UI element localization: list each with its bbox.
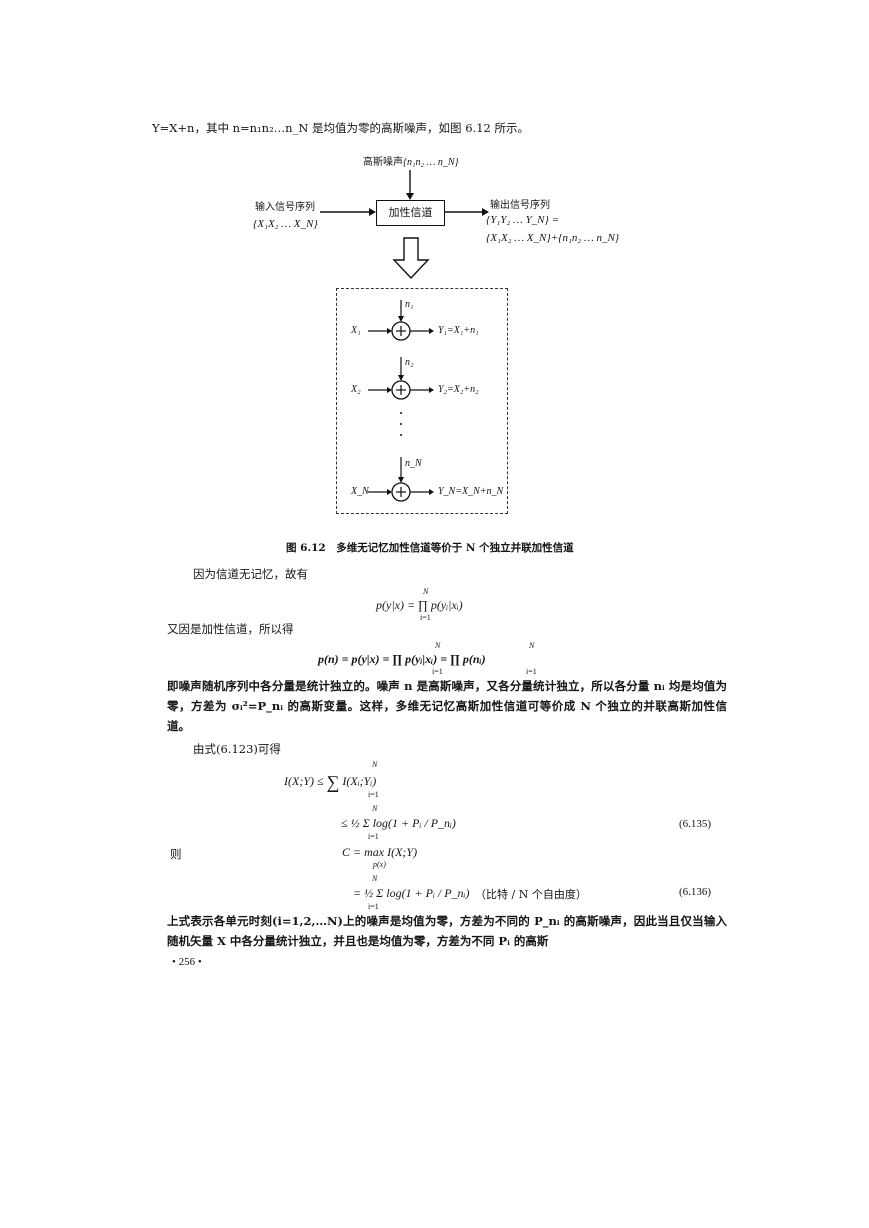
paragraph-3: 即噪声随机序列中各分量是统计独立的。噪声 n 是高斯噪声，又各分量统计独立，所以… [167,679,727,733]
branch-n-output: Y_N=X_N+n_N [438,486,504,497]
eq1-prod-top: N [423,587,429,596]
then-label: 则 [170,847,182,861]
intro-line: Y=X+n，其中 n=n₁n₂…n_N 是均值为零的高斯噪声，如图 6.12 所… [152,121,529,135]
input-set: {X₁X₂ … X_N} [253,218,318,230]
equation-6: = ½ Σ log(1 + Pᵢ / P_nᵢ) [353,886,470,900]
channel-label: 加性信道 [388,206,433,219]
eq1-prod-bottom: i=1 [420,613,431,622]
parallel-channels-frame [336,288,508,514]
eq3-sum-top: N [372,760,378,769]
eq2-prod2-bottom: i=1 [526,667,537,676]
figure-caption: 图 6.12 多维无记忆加性信道等价于 N 个独立并联加性信道 [286,542,574,554]
additive-channel-box: 加性信道 [376,200,445,226]
equation-5: C = max I(X;Y) [342,845,418,859]
eq2-prod2-top: N [529,641,535,650]
eq4-sum-bottom: i=1 [368,832,379,841]
paragraph-2: 又因是加性信道，所以得 [167,622,294,636]
paragraph-5: 上式表示各单元时刻(i=1,2,…N)上的噪声是均值为零，方差为不同的 P_nᵢ… [167,914,727,948]
output-set-1: {Y₁Y₂ … Y_N} = [486,214,560,226]
output-set-2: {X₁X₂ … X_N}+{n₁n₂ … n_N} [486,232,620,244]
page-number: • 256 • [172,956,202,968]
paragraph-4: 由式(6.123)可得 [193,742,281,756]
eq6-sum-top: N [372,874,378,883]
equivalence-arrow-icon [392,237,430,280]
equation-6-unit: （比特 / N 个自由度） [475,888,587,901]
branch-1-input: X₁ [351,325,361,336]
branch-2-output: Y₂=X₂+n₂ [438,384,479,395]
branch-n-input: X_N [351,486,369,497]
eq6-sum-bottom: i=1 [368,902,379,911]
branch-2-input: X₂ [351,384,361,395]
equation-number-6-135: (6.135) [679,818,712,830]
paragraph-1: 因为信道无记忆，故有 [193,567,308,581]
eq2-prod1-bottom: i=1 [432,667,443,676]
branch-1-output: Y₁=X₁+n₁ [438,325,479,336]
equation-number-6-136: (6.136) [679,886,712,898]
equation-2: p(n) = p(y|x) = ∏ p(yᵢ|xᵢ) = ∏ p(nᵢ) [318,652,486,666]
eq5-subscript: p(x) [373,860,386,869]
eq4-sum-top: N [372,804,378,813]
output-label: 输出信号序列 [490,200,550,211]
branch-n-noise: n_N [405,458,422,469]
eq3-sum-bottom: i=1 [368,790,379,799]
eq2-prod1-top: N [435,641,441,650]
noise-label: 高斯噪声{n₁n₂ … n_N} [363,157,459,168]
branch-1-noise: n₁ [405,299,414,310]
equation-1: p(y|x) = ∏ p(yᵢ|xᵢ) [376,598,463,612]
input-label: 输入信号序列 [255,202,315,213]
equation-3: I(X;Y) ≤ ∑ I(Xᵢ;Yᵢ) [284,772,377,792]
branch-2-noise: n₂ [405,357,414,368]
equation-4: ≤ ½ Σ log(1 + Pᵢ / P_nᵢ) [341,816,456,830]
